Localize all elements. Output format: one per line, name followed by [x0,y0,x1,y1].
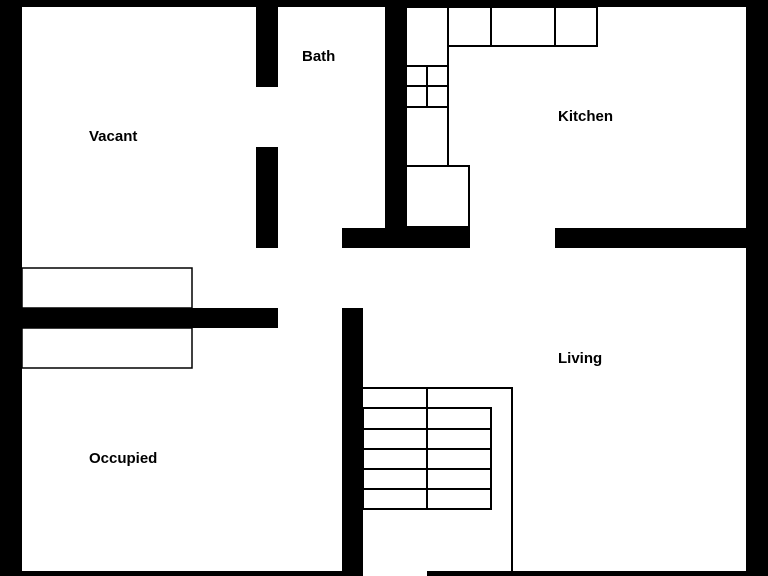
room-label-vacant: Vacant [89,128,137,145]
upper-cabinet-2 [490,6,556,47]
fridge [405,165,470,228]
closet-occupied [21,327,193,369]
wall-vacant-bath-upper [256,7,278,87]
wall-bath-kitchen [385,7,406,228]
closet-vacant [21,267,193,309]
room-label-bath: Bath [302,48,335,65]
wall-vacant-bath-lower [256,147,278,248]
kitchen-doorway [470,226,555,250]
room-label-kitchen: Kitchen [558,108,613,125]
wall-occupied-living [342,308,363,576]
wall-bath-bottom [342,228,470,248]
room-label-occupied: Occupied [89,450,157,467]
vacant-bath-doorway [256,87,279,147]
bath-room-floor [278,7,385,228]
hall-extension [278,306,342,328]
upper-cabinet-1 [447,6,492,47]
wall-kitchen-bottom [555,228,746,248]
room-label-living: Living [558,350,602,367]
stairs [362,387,513,571]
wall-vacant-occupied [22,308,278,328]
counter-lower [405,106,449,167]
entry-opening [363,569,427,576]
bath-hall-opening [278,226,342,250]
closets [21,267,193,369]
counter-left [405,6,449,67]
kitchen-fixtures [405,6,598,228]
walls [22,7,746,576]
upper-cabinet-3 [554,6,598,47]
